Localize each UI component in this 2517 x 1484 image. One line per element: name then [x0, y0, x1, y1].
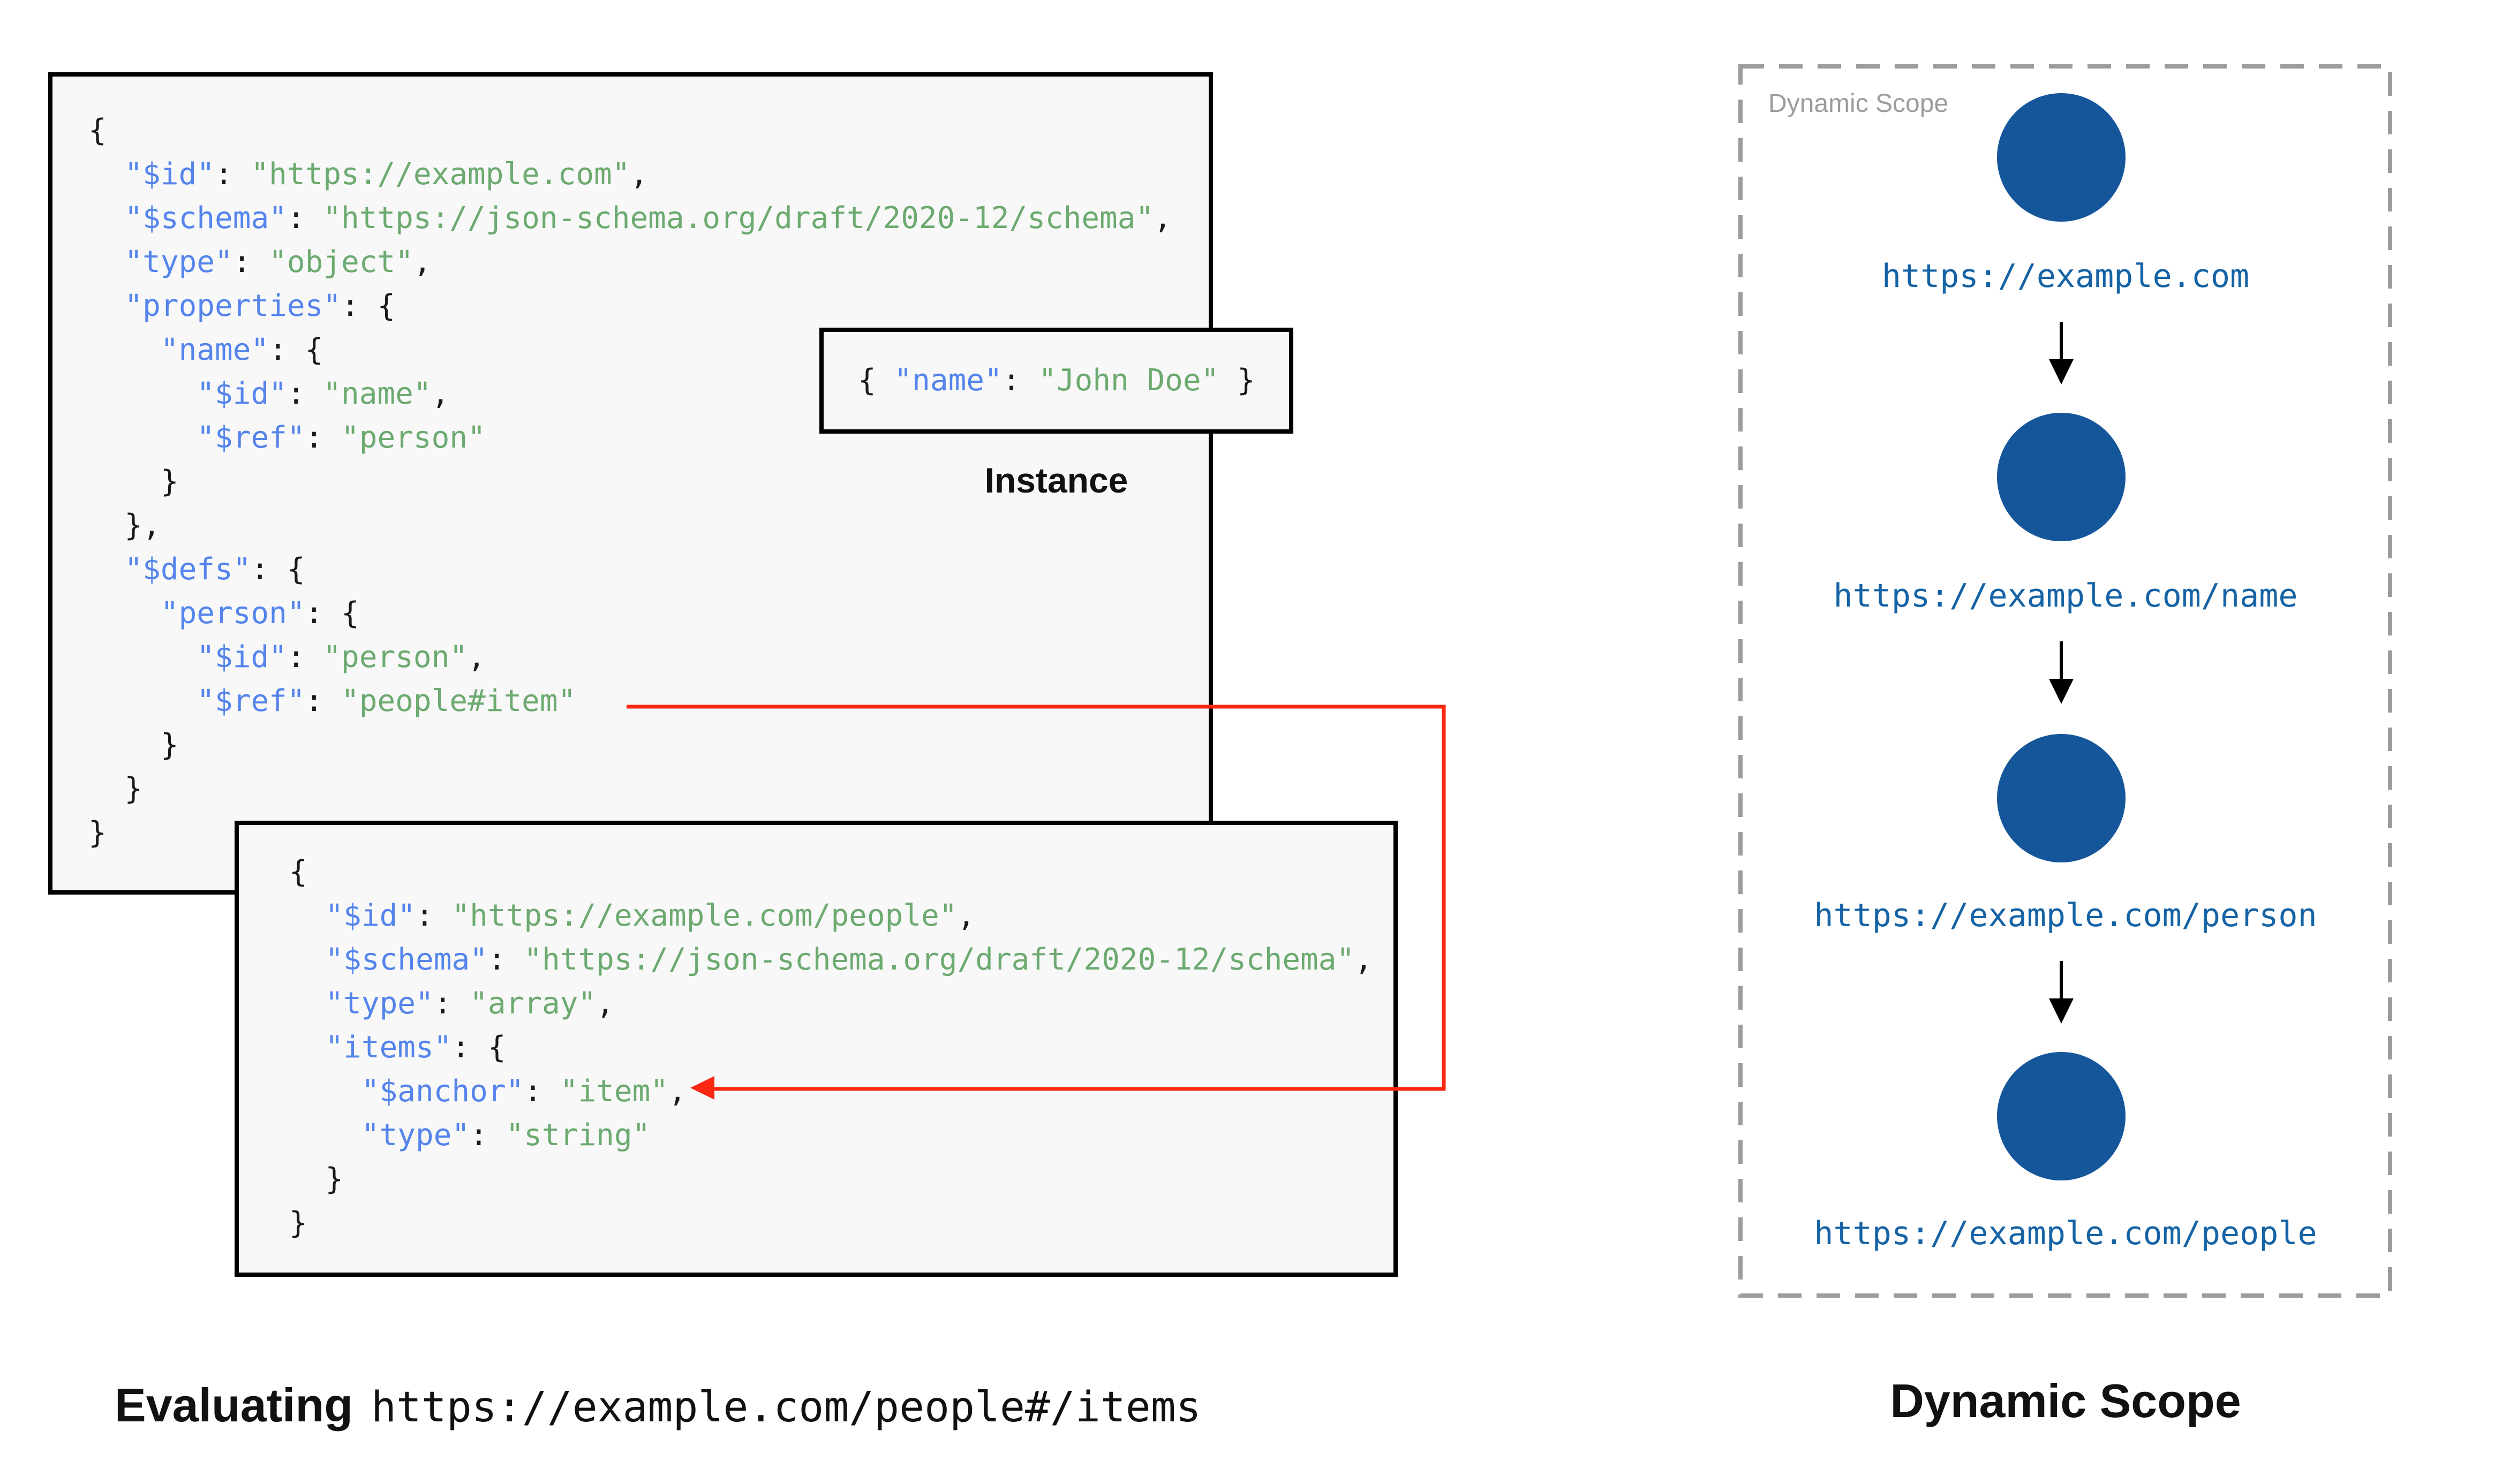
scope-node-circle [1997, 1052, 2126, 1180]
evaluating-caption: Evaluating https://example.com/people#/it… [115, 1376, 1201, 1449]
scope-node-label: https://example.com [1881, 258, 2250, 295]
scope-node-circle [1997, 93, 2126, 222]
instance-box: { "name": "John Doe" } [819, 328, 1293, 434]
evaluating-caption-url: https://example.com/people#/items [371, 1383, 1201, 1432]
scope-node-label: https://example.com/name [1833, 577, 2298, 615]
scope-node-circle [1997, 734, 2126, 862]
schema-root-code: { "$id": "https://example.com", "$schema… [88, 113, 1172, 850]
evaluating-caption-bold: Evaluating [115, 1379, 353, 1432]
down-arrow-icon [2049, 359, 2074, 384]
scope-node-label: https://example.com/person [1814, 897, 2317, 934]
down-arrow-icon [2049, 998, 2074, 1024]
schema-box-people: { "$id": "https://example.com/people", "… [235, 821, 1398, 1277]
instance-code: { "name": "John Doe" } [858, 363, 1255, 398]
scope-node-label: https://example.com/people [1814, 1215, 2317, 1252]
dynamic-scope-caption: Dynamic Scope [1890, 1374, 2241, 1427]
schema-people-code: { "$id": "https://example.com/people", "… [289, 854, 1373, 1240]
scope-node-circle [1997, 413, 2126, 541]
down-arrow-icon [2049, 679, 2074, 704]
dynamic-scope-panel-title: Dynamic Scope [1768, 89, 1949, 118]
dynamic-scope-frame [1738, 64, 2392, 1298]
instance-label: Instance [984, 460, 1128, 500]
